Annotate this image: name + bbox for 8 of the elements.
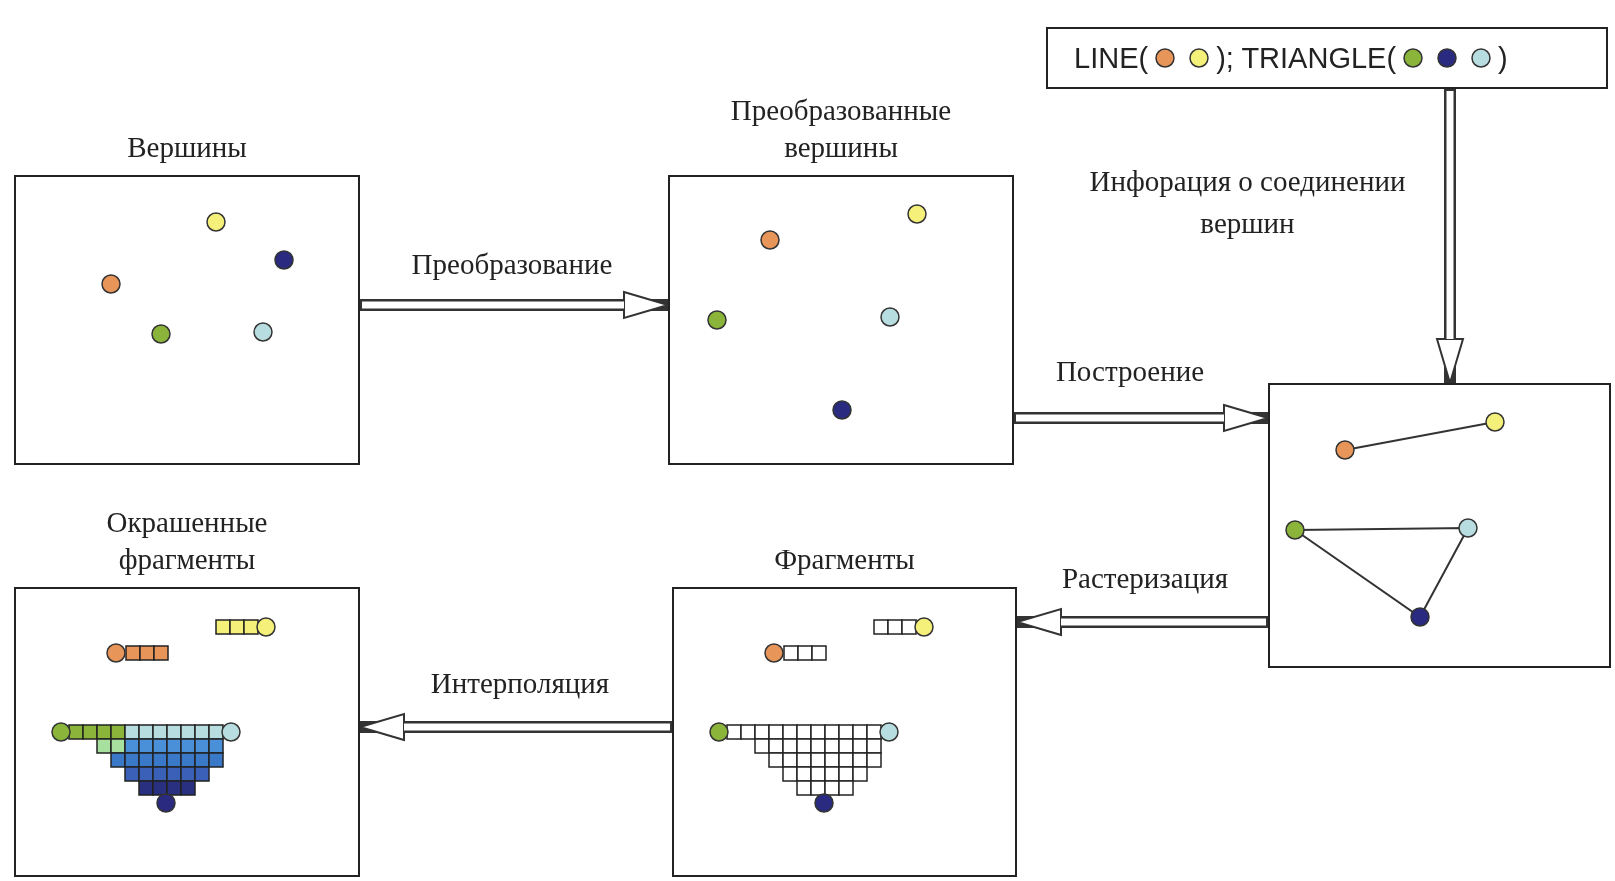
panel-heading: Вершины: [127, 130, 247, 166]
code-text: ); TRIANGLE(: [1216, 41, 1397, 75]
code-text: ): [1498, 41, 1508, 75]
panel-heading: Окрашенные фрагменты: [105, 504, 269, 578]
code-text: LINE(: [1074, 41, 1149, 75]
panel-heading: Фрагменты: [774, 542, 915, 578]
code-box: [1046, 27, 1608, 89]
panel-heading: Преобразованные вершины: [729, 92, 953, 166]
